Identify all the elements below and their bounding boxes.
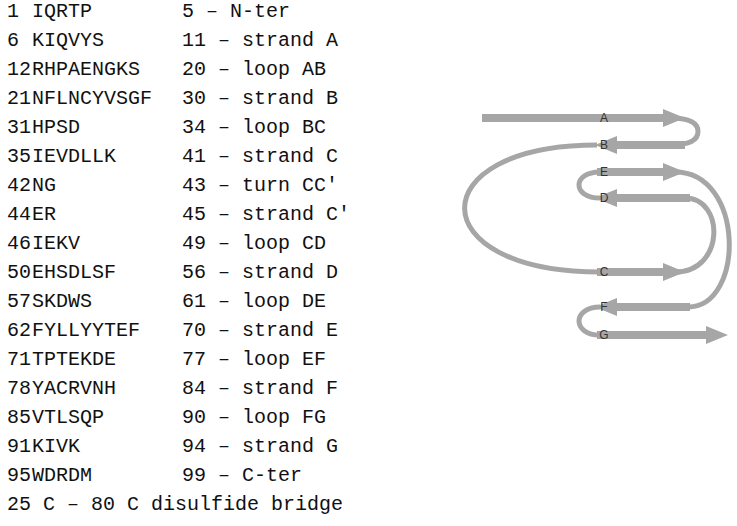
sequence: FYLLYYTEF	[32, 319, 140, 343]
sequence: HPSD	[32, 116, 80, 140]
sequence: YACRVNH	[32, 377, 116, 401]
sequence: IEVDLLK	[32, 145, 116, 169]
residue-number: 78	[7, 377, 31, 401]
strand-letter: A	[600, 111, 608, 125]
loop-line	[579, 307, 600, 335]
residue-number: 91	[7, 435, 31, 459]
segment-label: 20 – loop AB	[182, 58, 326, 82]
sequence: KIQVYS	[32, 29, 104, 53]
sequence: IQRTP	[32, 0, 92, 24]
strand-letter: B	[600, 138, 608, 152]
loop-line	[579, 172, 600, 198]
strand-arrow	[597, 163, 685, 181]
segment-label: 90 – loop FG	[182, 406, 326, 430]
strand-arrow	[595, 298, 690, 316]
segment-label: 56 – strand D	[182, 261, 338, 285]
segment-label: 70 – strand E	[182, 319, 338, 343]
strand-letter: D	[600, 191, 609, 205]
sequence: TPTEKDE	[32, 348, 116, 372]
loop-line	[675, 198, 714, 272]
residue-number: 50	[7, 261, 31, 285]
segment-label: 61 – loop DE	[182, 290, 326, 314]
segment-label: 43 – turn CC'	[182, 174, 338, 198]
residue-number: 1	[7, 0, 19, 24]
residue-number: 57	[7, 290, 31, 314]
residue-number: 85	[7, 406, 31, 430]
strand-letter: E	[600, 165, 608, 179]
sequence: VTLSQP	[32, 406, 104, 430]
strand-arrow	[597, 326, 728, 344]
sequence: KIVK	[32, 435, 80, 459]
note: 25 C – 80 C disulfide bridge	[7, 493, 343, 517]
segment-label: 99 – C-ter	[182, 464, 302, 488]
residue-number: 31	[7, 116, 31, 140]
segment-label: 30 – strand B	[182, 87, 338, 111]
sequence: WDRDM	[32, 464, 92, 488]
strand-arrow	[595, 189, 690, 207]
strand-letter: F	[600, 300, 607, 314]
segment-label: 49 – loop CD	[182, 232, 326, 256]
segment-label: 45 – strand C'	[182, 203, 350, 227]
residue-number: 42	[7, 174, 31, 198]
sequence: IEKV	[32, 232, 80, 256]
segment-label: 34 – loop BC	[182, 116, 326, 140]
residue-number: 6	[7, 29, 19, 53]
sequence: SKDWS	[32, 290, 92, 314]
segment-label: 77 – loop EF	[182, 348, 326, 372]
sequence: RHPAENGKS	[32, 58, 140, 82]
strand-letter: G	[599, 328, 608, 342]
segment-label: 84 – strand F	[182, 377, 338, 401]
loop-line	[675, 172, 729, 307]
segment-label: 41 – strand C	[182, 145, 338, 169]
strand-arrow	[595, 136, 685, 154]
strand-letter: C	[600, 265, 609, 279]
residue-number: 12	[7, 58, 31, 82]
residue-number: 46	[7, 232, 31, 256]
loop-line	[465, 145, 600, 272]
residue-number: 44	[7, 203, 31, 227]
segment-label: 11 – strand A	[182, 29, 338, 53]
residue-number: 95	[7, 464, 31, 488]
segment-label: 94 – strand G	[182, 435, 338, 459]
segment-label: 5 – N-ter	[182, 0, 290, 24]
residue-number: 71	[7, 348, 31, 372]
strand-arrow	[482, 109, 685, 127]
sequence: NG	[32, 174, 56, 198]
sequence: EHSDLSF	[32, 261, 116, 285]
sequence: ER	[32, 203, 56, 227]
residue-number: 62	[7, 319, 31, 343]
sequence: NFLNCYVSGF	[32, 87, 152, 111]
strand-arrow	[597, 263, 685, 281]
residue-number: 21	[7, 87, 31, 111]
residue-number: 35	[7, 145, 31, 169]
